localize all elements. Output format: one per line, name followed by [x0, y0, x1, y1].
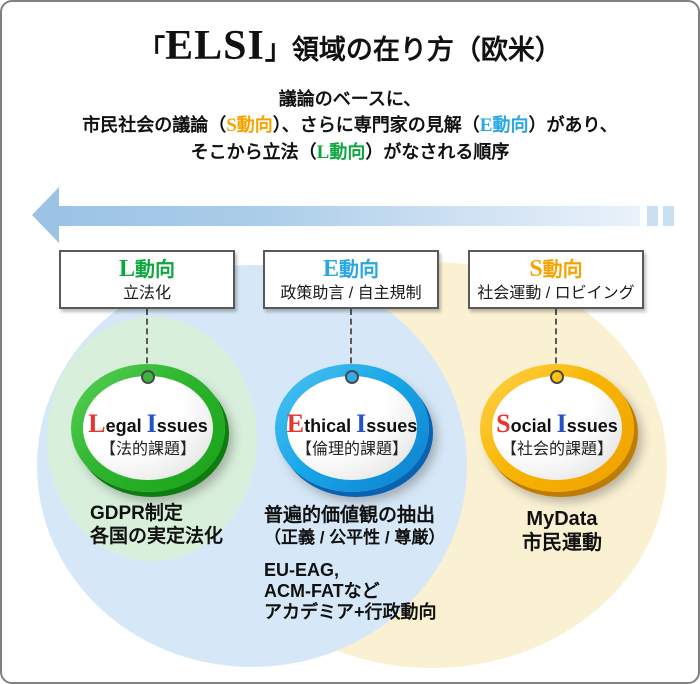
subtitle-line-3: そこから立法（L動向）がなされる順序 [2, 139, 698, 166]
social-i-letter: I [556, 409, 567, 438]
l-trend-box-letter: L [118, 256, 135, 282]
title-bracket-open: 「 [138, 35, 166, 65]
page-title: 「ELSI」領域の在り方（欧米） [2, 22, 698, 79]
subtitle: 議論のベースに、 市民社会の議論（S動向）、さらに専門家の見解（E動向）があり、… [2, 86, 698, 166]
ethical-issues-jp-label: 【倫理的課題】 [295, 441, 408, 458]
legal-note-line: GDPR制定 [90, 503, 183, 524]
s-trend-box-letter: S [529, 256, 543, 282]
arrow-tail-dash [663, 206, 674, 226]
subtitle-line-1: 議論のベースに、 [278, 89, 422, 109]
title-region: （欧米） [453, 35, 562, 65]
arrow-shaft [58, 206, 640, 226]
social-rest1: ocial [510, 416, 552, 436]
subtitle-line-2: 市民社会の議論（S動向）、さらに専門家の見解（E動向）があり、 [2, 112, 698, 139]
subtitle-line2-pre: 市民社会の議論（ [82, 115, 227, 135]
social-notes: MyData 市民運動 [482, 507, 642, 555]
social-connector-line [555, 309, 557, 373]
ethical-notes: 普遍的価値観の抽出 （正義 / 公平性 / 尊厳） EU-EAG, ACM-FA… [264, 504, 445, 623]
s-trend-word: 動向 [236, 115, 273, 135]
s-trend-box-word: 動向 [542, 259, 583, 281]
title-elsi: ELSI [165, 23, 265, 69]
legal-pin-dot-icon [141, 370, 155, 384]
social-note-line: 市民運動 [522, 532, 602, 554]
l-trend-box: L動向 立法化 [59, 250, 235, 309]
ethical-badge-face [287, 376, 417, 480]
ethical-note-line: （正義 / 公平性 / 尊厳） [264, 528, 446, 547]
social-pin-dot-icon [550, 370, 564, 384]
ethical-i-letter: I [356, 409, 367, 438]
s-trend-box-title: S動向 [470, 256, 642, 283]
e-trend-word: 動向 [492, 115, 529, 135]
title-text: 領域の在り方 [291, 35, 454, 65]
ethical-note-line: EU-EAG, [264, 560, 340, 580]
legal-note-line: 各国の実定法化 [90, 526, 224, 547]
e-trend-box-title: E動向 [265, 256, 437, 283]
e-trend-box-desc: 政策助言 / 自主規制 [280, 285, 422, 302]
legal-connector-line [146, 309, 148, 373]
l-trend-letter: L [316, 142, 330, 163]
legal-issues-jp-label: 【法的課題】 [99, 441, 196, 458]
ethical-initial: E [286, 409, 305, 438]
legal-initial: L [88, 409, 106, 438]
title-bracket-close: 」 [264, 35, 292, 65]
legal-i-letter: I [146, 409, 157, 438]
e-trend-box-word: 動向 [339, 259, 379, 281]
subtitle-line3-pre: そこから立法（ [190, 142, 317, 162]
ethical-connector-line [350, 309, 352, 373]
subtitle-line2-post: ）があり、 [528, 115, 618, 135]
ethical-rest2: ssues [366, 416, 418, 436]
ethical-note-line: 普遍的価値観の抽出 [264, 505, 436, 526]
ethical-note-line: アカデミア+行政動向 [264, 602, 437, 622]
e-trend-box: E動向 政策助言 / 自主規制 [263, 250, 439, 309]
arrow-tail-dash [647, 206, 658, 226]
e-trend-letter: E [479, 115, 493, 136]
social-badge-face [492, 376, 622, 480]
s-trend-box-desc: 社会運動 / ロビイング [477, 285, 635, 302]
s-trend-box: S動向 社会運動 / ロビイング [468, 250, 644, 309]
legal-badge-face [83, 376, 213, 480]
l-trend-box-word: 動向 [135, 259, 175, 281]
social-rest2: ssues [566, 416, 618, 436]
legal-rest2: ssues [156, 416, 208, 436]
ethical-rest1: thical [304, 416, 352, 436]
social-initial: S [496, 409, 511, 438]
e-trend-box-letter: E [322, 256, 339, 282]
arrow-head-icon [32, 187, 59, 243]
social-issues-jp-label: 【社会的課題】 [500, 441, 613, 458]
l-trend-box-title: L動向 [61, 256, 233, 283]
s-trend-letter: S [226, 115, 237, 136]
legal-notes: GDPR制定 各国の実定法化 [90, 502, 223, 548]
l-trend-box-desc: 立法化 [122, 285, 171, 302]
l-trend-word: 動向 [329, 142, 366, 162]
social-note-line: MyData [526, 508, 598, 530]
ethical-note-line: ACM-FATなど [264, 581, 380, 601]
subtitle-line2-mid: ）、さらに専門家の見解（ [272, 115, 480, 135]
legal-rest1: egal [105, 416, 142, 436]
subtitle-line3-post: ）がなされる順序 [365, 142, 510, 162]
ethical-pin-dot-icon [345, 370, 359, 384]
